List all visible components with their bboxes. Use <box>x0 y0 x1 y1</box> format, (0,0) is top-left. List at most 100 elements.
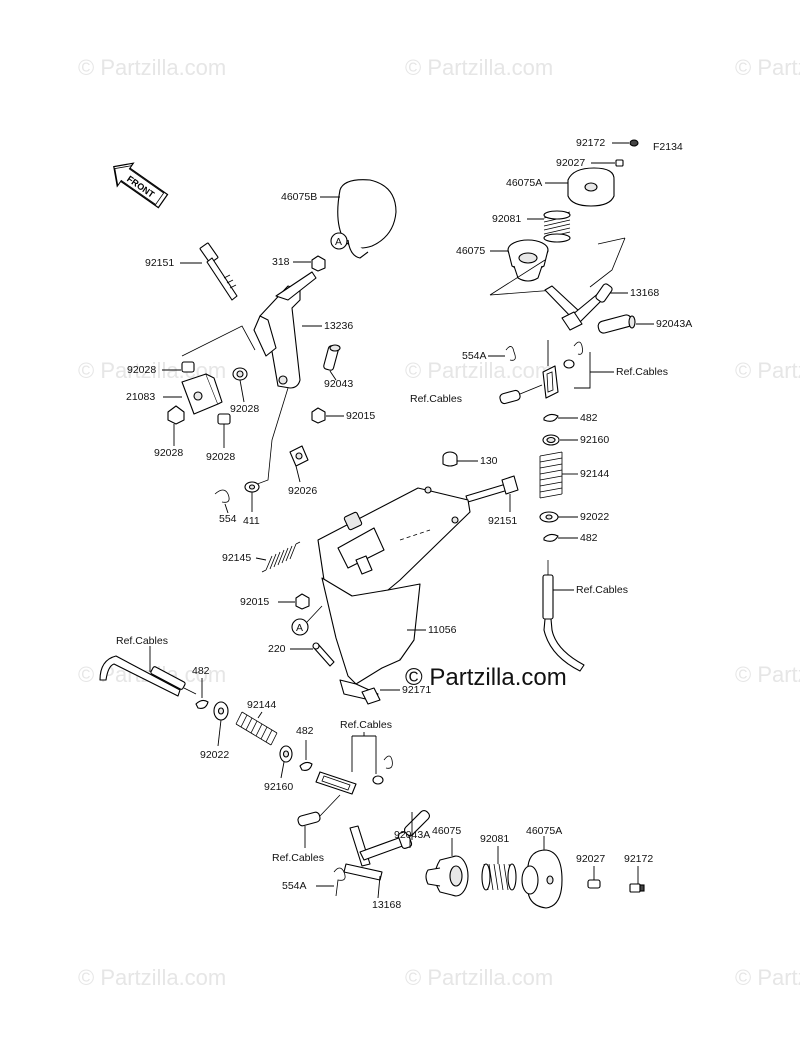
cable-rod-top <box>542 560 585 672</box>
ref-cables-label: Ref.Cables <box>410 393 462 405</box>
label-92028-d: 92028 <box>206 451 235 463</box>
eclip-482-c <box>195 699 209 709</box>
label-92144-bottom: 92144 <box>247 699 276 711</box>
bushing-92028-b <box>232 367 248 381</box>
bolt-130 <box>442 451 458 467</box>
ref-cables-label: Ref.Cables <box>272 852 324 864</box>
holder-46075-top <box>507 239 549 282</box>
watermark-center: © Partzilla.com <box>405 664 567 691</box>
bushing-92028-d <box>217 413 231 425</box>
label-92172: 92172 <box>576 137 605 149</box>
clip-554A-top <box>505 346 516 361</box>
bottom-cable-assembly: Ref.Cables 482 92022 92144 92160 482 <box>99 635 653 911</box>
washer-411 <box>244 481 260 493</box>
cap-46075A-top <box>567 167 615 207</box>
watermark: © Partzilla.com <box>405 55 553 80</box>
label-92081: 92081 <box>492 213 521 225</box>
label-92151-right: 92151 <box>488 515 517 527</box>
screw-220 <box>312 642 335 667</box>
watermark-layer: © Partzilla.com © Partzilla.com © Partzi… <box>78 55 800 990</box>
cable-end-top <box>542 341 583 399</box>
label-482-b: 482 <box>580 532 598 544</box>
ref-cables-label: Ref.Cables <box>340 719 392 731</box>
eclip-482-a <box>543 413 559 422</box>
ref-cables-label: Ref.Cables <box>616 366 668 378</box>
label-92144: 92144 <box>580 468 609 480</box>
label-92028-b: 92028 <box>230 403 259 415</box>
watermark: © Partzilla.com <box>405 965 553 990</box>
label-92022: 92022 <box>580 511 609 523</box>
clamp-92171 <box>361 687 381 705</box>
diagram-code: F2134 <box>653 141 683 153</box>
callout-a-label: A <box>335 236 342 248</box>
label-411: 411 <box>243 515 260 527</box>
label-92172-bottom: 92172 <box>624 853 653 865</box>
lever-13236 <box>253 271 317 389</box>
label-92160: 92160 <box>580 434 609 446</box>
cable-bracket-bottom <box>315 755 393 795</box>
switch-21083 <box>181 373 223 415</box>
ref-cables-label: Ref.Cables <box>576 584 628 596</box>
label-92043: 92043 <box>324 378 353 390</box>
label-92026: 92026 <box>288 485 317 497</box>
label-92043A: 92043A <box>656 318 692 330</box>
label-11056: 11056 <box>428 624 457 636</box>
label-220: 220 <box>268 643 286 655</box>
center-bracket: 130 92151 11056 92145 <box>222 451 519 705</box>
label-92028-a: 92028 <box>127 364 156 376</box>
nut-318 <box>311 255 326 272</box>
bracket-11056 <box>317 486 471 701</box>
pin-92043A-bottom <box>403 809 431 837</box>
spring-92081-bottom <box>481 863 517 891</box>
pin-ref-top <box>499 389 521 405</box>
nut-92015-b <box>295 593 310 610</box>
bushing-92028-c <box>167 405 185 425</box>
watermark: © Partzilla.com <box>405 358 553 383</box>
label-554: 554 <box>219 513 237 525</box>
eclip-482-d <box>299 761 313 771</box>
watermark: © Partzilla.com <box>735 358 800 383</box>
pin-ref-bottom <box>297 811 321 827</box>
eclip-482-b <box>543 533 559 542</box>
ref-cables-label: Ref.Cables <box>116 635 168 647</box>
cap-46075A-bottom <box>521 849 563 909</box>
watermark: © Partzilla.com <box>735 662 800 687</box>
front-arrow-icon: FRONT <box>113 162 169 209</box>
callout-a-bottom <box>291 618 309 636</box>
label-482: 482 <box>580 412 598 424</box>
collar-92026 <box>289 445 309 467</box>
arm-13168-top <box>544 283 613 331</box>
pin-92043A-top <box>597 314 636 334</box>
label-318: 318 <box>272 256 290 268</box>
watermark: © Partzilla.com <box>78 55 226 80</box>
label-92015-a: 92015 <box>346 410 375 422</box>
label-92171: 92171 <box>402 684 431 696</box>
screw-92172-top <box>629 139 639 147</box>
label-92022-bottom: 92022 <box>200 749 229 761</box>
label-46075A-bottom: 46075A <box>526 825 562 837</box>
label-92015-b: 92015 <box>240 596 269 608</box>
washer-92022-top <box>539 511 559 523</box>
clip-554A-bottom <box>333 867 346 897</box>
watermark: © Partzilla.com <box>735 55 800 80</box>
label-13236: 13236 <box>324 320 353 332</box>
label-46075A: 46075A <box>506 177 542 189</box>
bushing-92028-a <box>181 361 195 373</box>
bolt-92151-left <box>199 242 238 301</box>
callout-a-label: A <box>296 622 303 634</box>
label-92027: 92027 <box>556 157 585 169</box>
label-46075B: 46075B <box>281 191 317 203</box>
callout-a-top <box>330 232 348 250</box>
label-21083: 21083 <box>126 391 155 403</box>
label-482-c: 482 <box>192 665 210 677</box>
watermark: © Partzilla.com <box>735 965 800 990</box>
spacer-92027-bottom <box>587 879 601 889</box>
left-assembly: 46075B A 318 92151 13236 <box>126 179 397 527</box>
cable-end-bottom <box>99 655 197 697</box>
label-92145: 92145 <box>222 552 251 564</box>
label-554A: 554A <box>462 350 487 362</box>
clip-554 <box>214 489 230 503</box>
label-130: 130 <box>480 455 498 467</box>
label-13168-bottom: 13168 <box>372 899 401 911</box>
